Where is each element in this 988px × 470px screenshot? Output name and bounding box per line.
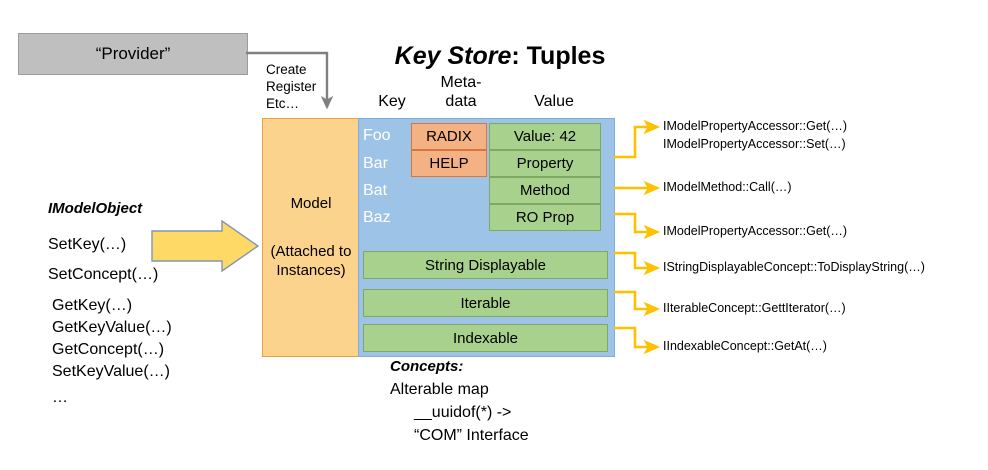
imodelobject-method: GetKeyValue(…) [52, 319, 172, 336]
provider-box: “Provider” [18, 33, 248, 75]
concepts-line: Alterable map [390, 381, 489, 398]
connector-label: Create Register Etc… [266, 62, 317, 111]
concept-row: Iterable [363, 289, 608, 317]
callout-label: IIndexableConcept::GetAt(…) [663, 339, 827, 353]
callout-label: IModelPropertyAccessor::Get(…) [663, 119, 848, 133]
imodelobject-method: GetKey(…) [52, 297, 133, 314]
metadata-cell: HELP [411, 150, 487, 177]
page-title-emphasis: Key Store [394, 42, 512, 70]
model-box: Model (Attached to Instances) [262, 118, 360, 357]
imodelobject-method: SetKey(…) [48, 236, 127, 253]
imodelobject-method: … [52, 389, 68, 406]
callout-arrow-roprop [614, 212, 661, 240]
page-title: Key Store: Tuples [330, 42, 670, 71]
imodelobject-title: IModelObject [48, 200, 143, 217]
callout-arrow-string-displayable [614, 251, 661, 276]
page-title-rest: : Tuples [511, 42, 606, 70]
callout-label: IIterableConcept::GettIterator(…) [663, 301, 846, 315]
concept-row: Indexable [363, 324, 608, 352]
key-cell: Bar [363, 154, 388, 172]
key-cell: Bat [363, 181, 388, 199]
metadata-cell: RADIX [411, 123, 487, 150]
column-header-metadata: Meta- data [440, 74, 482, 110]
model-box-subtitle: (Attached to Instances) [270, 243, 352, 279]
provider-label: “Provider” [95, 44, 171, 63]
imodelobject-method: GetConcept(…) [52, 341, 165, 358]
key-store-panel: Foo Bar Bat Baz RADIX HELP Value: 42 Pro… [358, 118, 615, 357]
callout-arrow-iterable [614, 290, 661, 317]
imodelobject-method: SetKeyValue(…) [52, 363, 170, 380]
key-cell: Baz [363, 208, 391, 226]
callout-label: IModelPropertyAccessor::Set(…) [663, 137, 846, 151]
callout-arrow-property [614, 119, 661, 159]
imodelobject-to-model-arrow [151, 219, 260, 273]
value-cell: Method [489, 177, 601, 204]
value-cell: Property [489, 150, 601, 177]
imodelobject-method: SetConcept(…) [48, 266, 159, 283]
concepts-line: __uuidof(*) -> [414, 404, 512, 421]
column-header-key: Key [378, 93, 406, 110]
value-cell: Value: 42 [489, 123, 601, 150]
callout-label: IModelPropertyAccessor::Get(…) [663, 224, 848, 238]
callout-label: IStringDisplayableConcept::ToDisplayStri… [663, 260, 925, 274]
concepts-line: “COM” Interface [414, 427, 529, 444]
key-cell: Foo [363, 126, 391, 144]
column-header-value: Value [534, 93, 574, 110]
callout-arrow-indexable [614, 326, 661, 355]
callout-label: IModelMethod::Call(…) [663, 180, 792, 194]
concepts-title: Concepts: [390, 358, 464, 375]
model-box-title: Model [290, 195, 332, 212]
concept-row: String Displayable [363, 251, 608, 279]
value-cell: RO Prop [489, 204, 601, 231]
